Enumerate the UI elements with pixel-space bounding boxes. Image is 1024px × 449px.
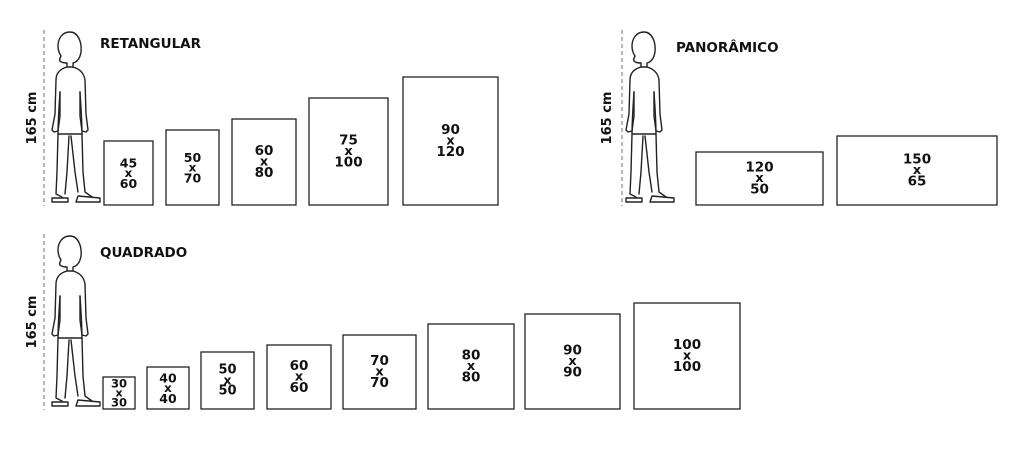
frame-times-sign: x (260, 155, 269, 170)
frame-height-label: 120 (436, 144, 464, 160)
section-title: PANORÂMICO (676, 39, 779, 56)
frame-times-sign: x (224, 374, 232, 388)
frame-times-sign: x (125, 166, 133, 180)
frame-times-sign: x (164, 381, 172, 395)
section-title: RETANGULAR (100, 36, 202, 52)
frame-outline (633, 302, 741, 410)
frame-times-sign: x (467, 359, 476, 374)
frame-outline (695, 151, 824, 206)
frame-height-label: 80 (255, 165, 274, 181)
frame-outline (200, 351, 255, 410)
frame-height-label: 80 (462, 370, 481, 386)
frame-width-label: 60 (255, 143, 274, 159)
frame-times-sign: x (295, 370, 304, 385)
frame-outline (402, 76, 499, 206)
frame-outline (146, 366, 190, 410)
frame-height-label: 60 (120, 176, 138, 191)
person-silhouette-icon (625, 31, 675, 203)
frame-outline (308, 97, 389, 206)
frame-times-sign: x (115, 387, 122, 400)
frame-times-sign: x (568, 354, 577, 369)
frame-width-label: 45 (120, 155, 137, 170)
frame-outline (165, 129, 220, 206)
frame-outline (266, 344, 332, 410)
frame-width-label: 60 (290, 358, 309, 374)
frame-height-label: 50 (218, 384, 236, 399)
frame-outline (836, 135, 998, 206)
frame-times-sign: x (683, 349, 692, 364)
frame-times-sign: x (913, 163, 922, 178)
frame-height-label: 100 (673, 359, 701, 375)
frame-width-label: 75 (339, 132, 358, 148)
frame-width-label: 50 (218, 362, 236, 377)
frame-outline (524, 313, 621, 410)
frame-width-label: 90 (441, 122, 460, 138)
frame-outline (231, 118, 297, 206)
frame-times-sign: x (375, 365, 384, 380)
frame-width-label: 80 (462, 347, 481, 363)
frame-height-label: 100 (334, 155, 362, 171)
height-label: 165 cm (25, 92, 40, 145)
person-silhouette-icon (51, 235, 101, 407)
section-quadrado: 165 cmQUADRADO30x3040x4050x5060x6070x708… (25, 234, 741, 410)
frame-height-label: 70 (184, 170, 202, 185)
height-label: 165 cm (600, 92, 615, 145)
frame-height-label: 65 (908, 174, 927, 190)
frame-height-label: 30 (111, 395, 127, 409)
frame-width-label: 40 (159, 370, 177, 385)
person-silhouette-icon (51, 31, 101, 203)
section-retangular: 165 cmRETANGULAR45x6050x7060x8075x10090x… (25, 30, 499, 206)
frame-height-label: 60 (290, 380, 309, 396)
frame-outline (342, 334, 417, 410)
frame-height-label: 40 (159, 391, 177, 406)
frame-outline (102, 376, 136, 410)
frame-width-label: 50 (184, 150, 202, 165)
frame-times-sign: x (755, 171, 764, 186)
frame-height-label: 70 (370, 375, 389, 391)
frame-width-label: 100 (673, 337, 701, 353)
frame-width-label: 120 (745, 159, 773, 175)
frame-times-sign: x (344, 144, 353, 159)
frame-outline (103, 140, 154, 206)
frame-height-label: 90 (563, 365, 582, 381)
frame-width-label: 30 (111, 377, 127, 391)
height-label: 165 cm (25, 296, 40, 349)
section-title: QUADRADO (100, 245, 187, 261)
frame-width-label: 150 (903, 151, 931, 167)
frame-outline (427, 323, 515, 410)
frame-times-sign: x (189, 161, 197, 175)
frame-times-sign: x (446, 134, 455, 149)
frame-width-label: 90 (563, 342, 582, 358)
frame-height-label: 50 (750, 182, 769, 198)
frame-width-label: 70 (370, 353, 389, 369)
